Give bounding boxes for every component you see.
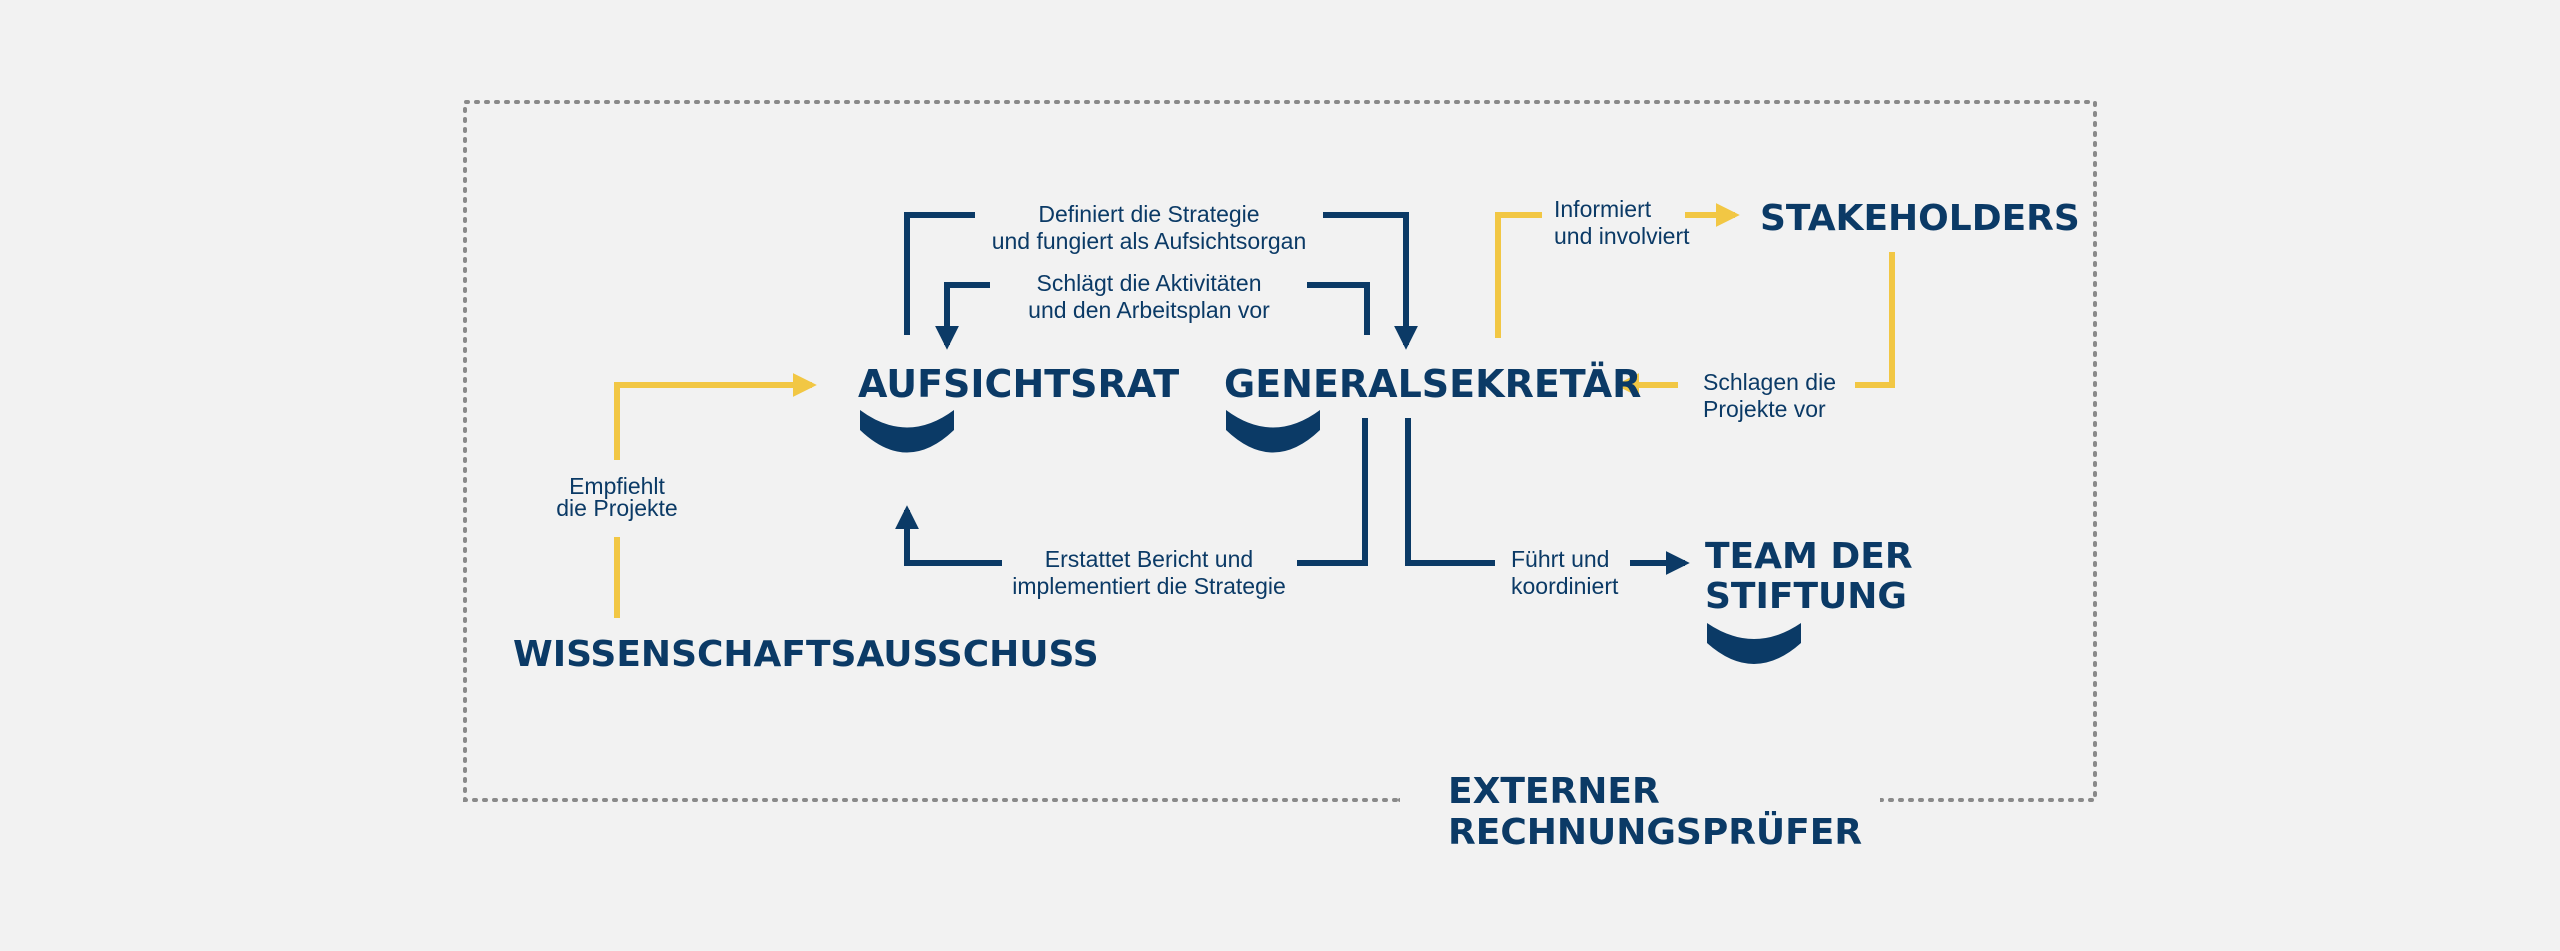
label-schlagen-l2: Projekte vor: [1703, 396, 1826, 422]
node-stakeholders: STAKEHOLDERS: [1760, 198, 2080, 239]
label-schlaegt-l1: Schlägt die Aktivitäten: [1036, 270, 1261, 296]
label-empfiehlt-l1: Empfiehlt: [569, 473, 665, 499]
edge-informiert-left: [1495, 212, 1542, 338]
label-informiert-l2: und involviert: [1554, 223, 1690, 249]
node-team-line1: TEAM DER: [1705, 536, 1913, 577]
edge-erstattet-bericht-left: [895, 505, 1002, 566]
edge-erstattet-bericht-right: [1297, 418, 1368, 566]
node-aufsichtsrat: AUFSICHTSRAT: [858, 362, 1179, 406]
label-erstattet-l2: implementiert die Strategie: [1012, 573, 1286, 599]
label-definiert-l2: und fungiert als Aufsichtsorgan: [992, 228, 1307, 254]
generalsekretaer-smile-icon: [1226, 410, 1320, 453]
node-generalsekretaer: GENERALSEKRETÄR: [1224, 362, 1641, 406]
edge-definiert-strategie: [904, 212, 975, 335]
node-pruefer-line2: RECHNUNGSPRÜFER: [1448, 811, 1862, 853]
team-smile-icon: [1707, 623, 1801, 664]
node-wissenschaftsausschuss: WISSENSCHAFTSAUSSCHUSS: [513, 634, 1099, 675]
edge-empfiehlt-top: [614, 373, 817, 460]
node-pruefer-line1: EXTERNER: [1448, 771, 1660, 812]
label-fuehrt-l1: Führt und: [1511, 546, 1609, 572]
edge-schlaegt-aktivitaeten-right: [1307, 282, 1370, 335]
organization-frame: [463, 100, 2097, 802]
edge-schlagen-projekte-right: [1855, 252, 1895, 388]
label-fuehrt-l2: koordiniert: [1511, 573, 1619, 599]
label-schlagen-l1: Schlagen die: [1703, 369, 1836, 395]
label-schlaegt-l2: und den Arbeitsplan vor: [1028, 297, 1270, 323]
label-definiert-l1: Definiert die Strategie: [1038, 201, 1259, 227]
edge-schlaegt-aktivitaeten-left: [935, 282, 990, 350]
aufsichtsrat-smile-icon: [860, 410, 954, 453]
edge-fuehrt-koordiniert-left: [1405, 418, 1495, 566]
label-empfiehlt-l2: die Projekte: [556, 495, 677, 521]
edge-definiert-strategie-right: [1323, 212, 1418, 350]
label-erstattet-l1: Erstattet Bericht und: [1045, 546, 1253, 572]
label-informiert-l1: Informiert: [1554, 196, 1652, 222]
node-team-line2: STIFTUNG: [1705, 576, 1907, 617]
